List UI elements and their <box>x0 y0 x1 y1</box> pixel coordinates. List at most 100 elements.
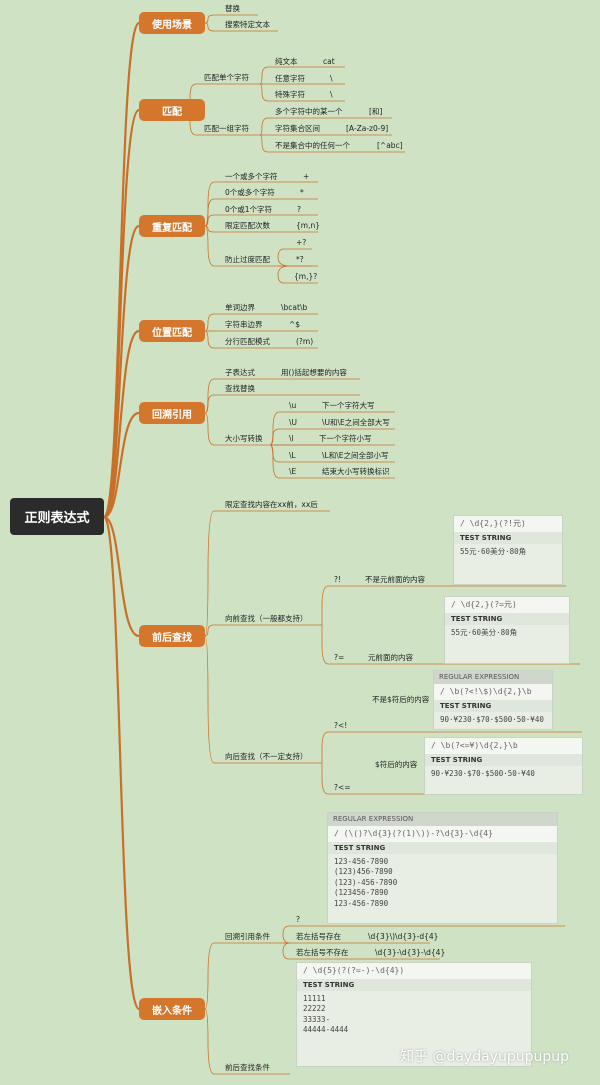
embed-no-paren-ex: \d{3}-\d{3}-\d{4} <box>375 948 446 957</box>
embed-no-paren: 若左括号不存在 <box>296 948 349 957</box>
look-neg-behind-desc: 不是$符后的内容 <box>372 695 430 704</box>
snippet-regex: / \d{2,}(?!元) <box>454 516 562 532</box>
category-repeat[interactable]: 重复匹配 <box>139 215 205 237</box>
snippet-regex: / \d{2,}(?=元) <box>445 597 569 613</box>
match-any-ex: \ <box>330 74 333 83</box>
repeat-count-ex: {m,n} <box>296 221 320 230</box>
look-pos-behind: ?<= <box>334 783 351 792</box>
repeat-zero-one-ex: ? <box>297 205 301 214</box>
snippet-regex: / (\()?\d{3}(?(1)\))-?\d{3}-\d{4} <box>328 826 557 842</box>
category-backref[interactable]: 回溯引用 <box>139 402 205 424</box>
match-single: 匹配单个字符 <box>204 73 249 82</box>
snippet-test-string: 55元·60美分·80角 <box>460 547 527 556</box>
match-range-ex: [A-Za-z0-9] <box>346 124 389 133</box>
match-special-ex: \ <box>330 90 333 99</box>
backref-findrep: 查找替换 <box>225 384 255 393</box>
embed-q: ? <box>296 915 300 924</box>
look-ahead: 向前查找（一般都支持） <box>225 614 308 623</box>
snippet-header: TEST STRING <box>297 979 531 991</box>
match-notin: 不是集合中的任何一个 <box>275 141 350 150</box>
backref-U-desc: \U和\E之间全部大写 <box>322 418 390 427</box>
repeat-one-more-ex: + <box>303 172 310 181</box>
look-pos-ahead-desc: 元前面的内容 <box>368 653 413 662</box>
match-range: 字符集合区间 <box>275 124 320 133</box>
repeat-lazy-2: *? <box>296 255 304 264</box>
use-search: 搜索特定文本 <box>225 20 270 29</box>
backref-E: \E <box>289 467 297 476</box>
repeat-count: 限定匹配次数 <box>225 221 270 230</box>
snippet-test-string: 55元·60美分·80角 <box>451 628 518 637</box>
backref-subexpr: 子表达式 <box>225 368 255 377</box>
look-neg-ahead: ?! <box>334 575 341 584</box>
category-use[interactable]: 使用场景 <box>139 12 205 34</box>
snippet-test-string: 123-456-7890 (123)456-7890 (123)-456-789… <box>334 857 398 908</box>
match-group: 匹配一组字符 <box>204 124 249 133</box>
snippet-bar: REGULAR EXPRESSION <box>434 671 552 684</box>
repeat-one-more: 一个或多个字符 <box>225 172 278 181</box>
embed-has-paren: 若左括号存在 <box>296 932 341 941</box>
backref-l: \l <box>289 434 294 443</box>
category-position[interactable]: 位置匹配 <box>139 320 205 342</box>
position-multi: 分行匹配模式 <box>225 337 270 346</box>
match-notin-ex: [^abc] <box>377 141 403 150</box>
category-match[interactable]: 匹配 <box>139 99 205 121</box>
look-pos-ahead: ?= <box>334 653 345 662</box>
snippet-test-string: 11111 22222 33333- 44444-4444 <box>303 994 349 1035</box>
position-string: 字符串边界 <box>225 320 263 329</box>
use-replace: 替换 <box>225 4 240 13</box>
backref-u: \u <box>289 401 297 410</box>
position-string-ex: ^$ <box>289 320 301 329</box>
snippet-neg-ahead: / \d{2,}(?!元) TEST STRING 55元·60美分·80角 <box>453 515 563 585</box>
backref-E-desc: 结束大小写转换标识 <box>322 467 390 476</box>
position-multi-ex: (?m) <box>296 337 314 346</box>
backref-L: \L <box>289 451 296 460</box>
look-behind: 向后查找（不一定支持） <box>225 752 308 761</box>
snippet-bar: REGULAR EXPRESSION <box>328 813 557 826</box>
match-special: 特殊字符 <box>275 90 305 99</box>
snippet-header: TEST STRING <box>454 532 562 544</box>
snippet-regex: / \d{5}(?(?=-)-\d{4}) <box>297 963 531 979</box>
snippet-test-string: 90·¥230·$70·$500·50·¥40 <box>440 715 544 724</box>
snippet-header: TEST STRING <box>445 613 569 625</box>
embed-look-cond: 前后查找条件 <box>225 1063 270 1072</box>
embed-has-paren-ex: \d{3}\)\d{3}-d{4} <box>368 932 439 941</box>
look-limit: 限定查找内容在xx前，xx后 <box>225 500 318 509</box>
backref-L-desc: \L和\E之间全部小写 <box>322 451 389 460</box>
snippet-regex: / \b(?<!\$)\d{2,}\b <box>434 684 552 700</box>
position-word: 单词边界 <box>225 303 255 312</box>
position-word-ex: \bcat\b <box>281 303 308 312</box>
snippet-neg-behind: REGULAR EXPRESSION / \b(?<!\$)\d{2,}\b T… <box>433 670 553 730</box>
snippet-header: TEST STRING <box>434 700 552 712</box>
snippet-regex: / \b(?<=¥)\d{2,}\b <box>425 738 582 754</box>
snippet-header: TEST STRING <box>425 754 582 766</box>
backref-u-desc: 下一个字符大写 <box>322 401 375 410</box>
match-oneof: 多个字符中的某一个 <box>275 107 343 116</box>
repeat-zero-more-ex: * <box>300 188 304 197</box>
snippet-pos-behind: / \b(?<=¥)\d{2,}\b TEST STRING 90·¥230·$… <box>424 737 583 795</box>
snippet-header: TEST STRING <box>328 842 557 854</box>
snippet-pos-ahead: / \d{2,}(?=元) TEST STRING 55元·60美分·80角 <box>444 596 570 664</box>
category-lookaround[interactable]: 前后查找 <box>139 625 205 647</box>
embed-backref-cond: 回溯引用条件 <box>225 932 270 941</box>
look-neg-ahead-desc: 不是元前面的内容 <box>365 575 425 584</box>
match-oneof-ex: [和] <box>369 107 383 116</box>
match-any: 任意字符 <box>275 74 305 83</box>
backref-l-desc: 下一个字符小写 <box>319 434 372 443</box>
match-plain-ex: cat <box>323 57 335 66</box>
repeat-lazy: 防止过度匹配 <box>225 255 270 264</box>
snippet-backref-cond: REGULAR EXPRESSION / (\()?\d{3}(?(1)\))-… <box>327 812 558 924</box>
look-neg-behind: ?<! <box>334 721 348 730</box>
backref-casechg: 大小写转换 <box>225 434 263 443</box>
category-embed[interactable]: 嵌入条件 <box>139 998 205 1020</box>
repeat-zero-one: 0个或1个字符 <box>225 205 273 214</box>
repeat-lazy-3: {m,}? <box>294 272 318 281</box>
watermark: 知乎 @daydayupupupup <box>400 1049 569 1065</box>
repeat-lazy-1: +? <box>296 238 307 247</box>
backref-subexpr-desc: 用()括起想要的内容 <box>281 368 347 377</box>
match-plain: 纯文本 <box>275 57 298 66</box>
look-pos-behind-desc: $符后的内容 <box>375 760 418 769</box>
root-node[interactable]: 正则表达式 <box>10 498 104 535</box>
snippet-look-cond: / \d{5}(?(?=-)-\d{4}) TEST STRING 11111 … <box>296 962 532 1067</box>
snippet-test-string: 90·¥230·$70·$500·50·¥40 <box>431 769 535 778</box>
backref-U: \U <box>289 418 298 427</box>
